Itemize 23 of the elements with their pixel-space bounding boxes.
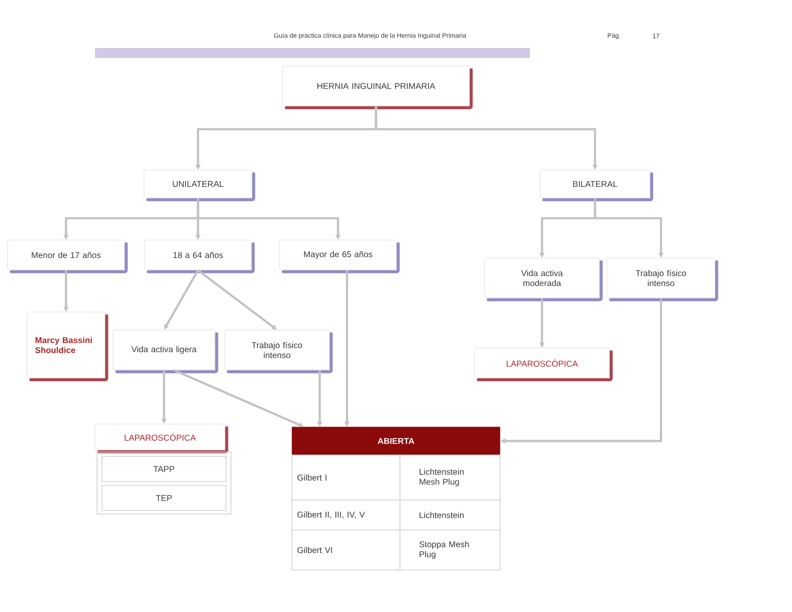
process-box: Vida activa ligera bbox=[112, 330, 218, 374]
process-box: Trabajo físico intenso bbox=[224, 330, 333, 374]
process-box: Mayor de 65 años bbox=[279, 240, 400, 274]
table-cell: Lichtenstein bbox=[400, 500, 500, 530]
text-box: Marcy Bassini Shouldice bbox=[26, 312, 108, 382]
table-cell: Gilbert I bbox=[292, 454, 400, 500]
process-box: LAPAROSCÓPICA bbox=[474, 348, 613, 382]
header-box: ABIERTA bbox=[292, 426, 500, 456]
process-box: UNILATERAL bbox=[144, 170, 256, 202]
process-box: 18 a 64 años bbox=[144, 240, 255, 274]
process-box: BILATERAL bbox=[540, 170, 654, 202]
process-box: Trabajo físico intenso bbox=[606, 258, 718, 302]
table-cell: TAPP bbox=[102, 456, 226, 482]
table-cell: Gilbert II, III, IV, V bbox=[292, 500, 400, 530]
process-box: LAPAROSCÓPICA bbox=[94, 424, 228, 454]
table-cell: TEP bbox=[102, 485, 226, 511]
process-box: Vida activa moderada bbox=[484, 258, 603, 302]
table-cell: Lichtenstein Mesh Plug bbox=[400, 454, 500, 500]
table-cell: Gilbert VI bbox=[292, 530, 400, 570]
process-box: HERNIA INGUINAL PRIMARIA bbox=[282, 66, 473, 110]
table-cell: Stoppa Mesh Plug bbox=[400, 530, 500, 570]
process-box: Menor de 17 años bbox=[7, 240, 128, 274]
arrow bbox=[197, 269, 277, 330]
